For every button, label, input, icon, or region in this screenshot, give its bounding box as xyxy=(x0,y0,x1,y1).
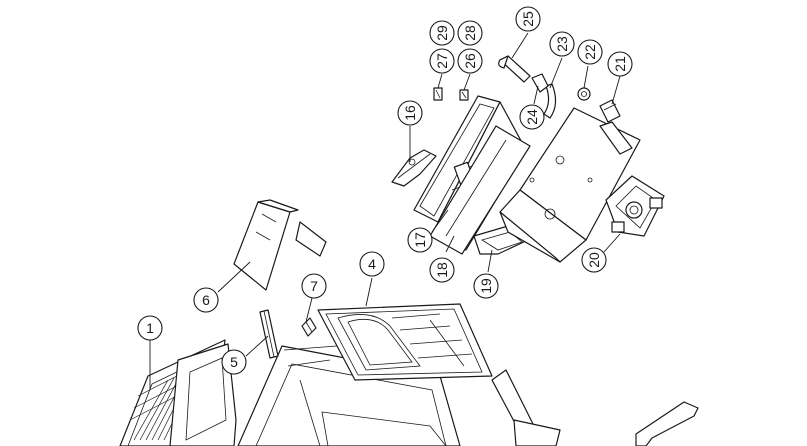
callout-label: 17 xyxy=(412,232,428,248)
part-4-glass-door xyxy=(317,303,493,381)
callout-27: 27 xyxy=(429,48,455,74)
leader-lines xyxy=(149,32,621,390)
callout-1: 1 xyxy=(137,315,163,341)
part-27-screw xyxy=(433,87,443,101)
part-21-fitting xyxy=(599,99,621,123)
callout-label: 19 xyxy=(478,278,494,294)
callout-label: 5 xyxy=(230,354,238,370)
callout-23: 23 xyxy=(549,31,575,57)
bottom-right-handle xyxy=(635,401,699,446)
callout-label: 21 xyxy=(612,56,628,72)
callout-label: 29 xyxy=(434,25,450,41)
part-5-side-bracket xyxy=(259,309,279,359)
part-26-screw xyxy=(459,89,469,101)
callout-4: 4 xyxy=(359,251,385,277)
part-24-elbow xyxy=(531,73,549,93)
callout-label: 27 xyxy=(434,53,450,69)
callout-24: 24 xyxy=(519,104,545,130)
callout-26: 26 xyxy=(457,48,483,74)
callout-20: 20 xyxy=(581,247,607,273)
part-6-heat-shield xyxy=(233,199,327,291)
part-25-pipe xyxy=(498,55,531,83)
callout-29: 29 xyxy=(429,20,455,46)
callout-19: 19 xyxy=(473,273,499,299)
callout-label: 25 xyxy=(520,11,536,27)
part-22-fitting xyxy=(577,87,591,101)
callout-label: 23 xyxy=(554,36,570,52)
callout-label: 22 xyxy=(582,44,598,60)
callout-22: 22 xyxy=(577,39,603,65)
callout-21: 21 xyxy=(607,51,633,77)
callouts: 1 4 5 6 7 16 17 18 19 20 21 22 23 24 25 … xyxy=(137,6,633,375)
callout-label: 26 xyxy=(462,53,478,69)
part-1-front-grille xyxy=(119,339,237,446)
callout-label: 18 xyxy=(434,262,450,278)
bottom-right-bracket xyxy=(491,369,561,446)
control-chassis xyxy=(499,107,641,263)
part-16-pilot-assembly xyxy=(391,149,437,187)
callout-label: 6 xyxy=(202,292,210,308)
callout-label: 16 xyxy=(402,105,418,121)
part-18-burner-pan xyxy=(429,125,531,255)
callout-label: 20 xyxy=(586,252,602,268)
callout-label: 1 xyxy=(146,320,154,336)
callout-25: 25 xyxy=(515,6,541,32)
callout-17: 17 xyxy=(407,227,433,253)
callout-7: 7 xyxy=(301,273,327,299)
callout-label: 28 xyxy=(462,25,478,41)
callout-16: 16 xyxy=(397,100,423,126)
part-23-tube xyxy=(543,83,557,119)
callout-18: 18 xyxy=(429,257,455,283)
callout-label: 7 xyxy=(310,278,318,294)
callout-28: 28 xyxy=(457,20,483,46)
callout-5: 5 xyxy=(221,349,247,375)
callout-6: 6 xyxy=(193,287,219,313)
part-7-clip xyxy=(301,317,317,337)
callout-label: 24 xyxy=(524,109,540,125)
part-20-gas-valve xyxy=(605,175,665,237)
callout-label: 4 xyxy=(368,256,376,272)
